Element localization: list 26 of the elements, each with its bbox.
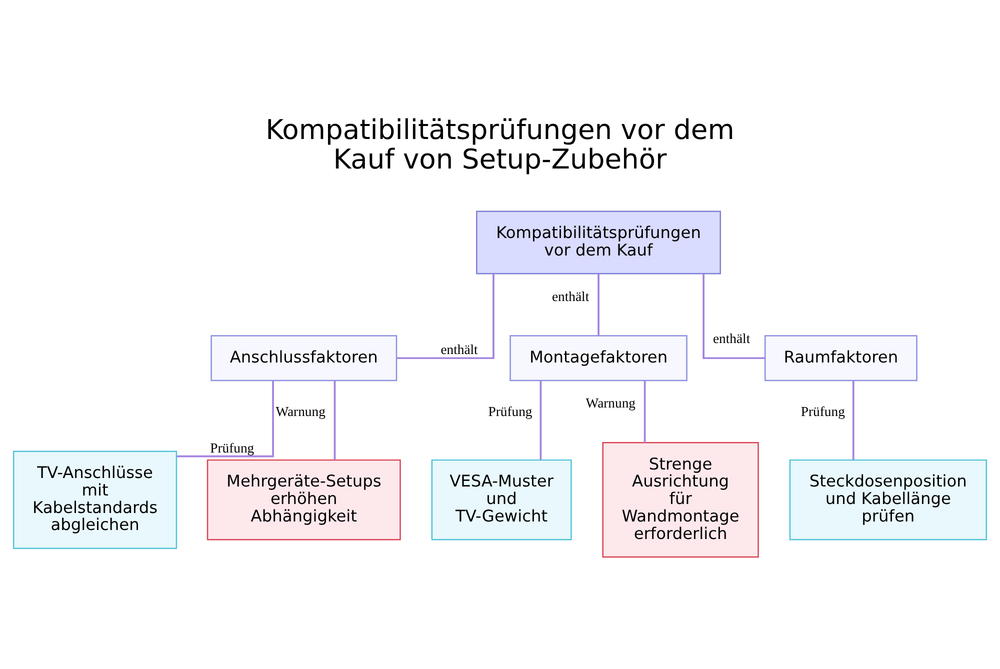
edge-label: enthält	[712, 330, 750, 346]
connector	[397, 274, 494, 360]
connector	[702, 274, 766, 360]
connector	[644, 380, 646, 443]
node-box: Steckdosenposition und Kabellänge prüfen	[789, 459, 988, 540]
node-box: Mehrgeräte-Setups erhöhen Abhängigkeit	[206, 459, 401, 540]
diagram-title: Kompatibilitätsprüfungen vor dem Kauf von Setup-Zubehör	[266, 114, 734, 176]
edge-label: Prüfung	[800, 404, 845, 420]
node-box: Kompatibilitätsprüfungen vor dem Kauf	[476, 210, 721, 274]
node-box: Montagefaktoren	[510, 335, 688, 382]
connector	[852, 380, 854, 460]
edge-label: Prüfung	[488, 404, 532, 420]
edge-label: Prüfung	[210, 440, 254, 456]
node-box: TV-Anschlüsse mit Kabelstandards abgleichen	[12, 450, 178, 549]
edge-label: enthält	[552, 288, 590, 304]
edge-label: Warnung	[586, 396, 636, 411]
node-box: VESA-Muster und TV-Gewicht	[431, 459, 572, 540]
node-box: Raumfaktoren	[764, 335, 918, 382]
connector	[598, 274, 600, 336]
node-box: Strenge Ausrichtung für Wandmontage erforderlich	[602, 442, 759, 558]
node-box: Anschlussfaktoren	[210, 335, 398, 382]
connector	[540, 380, 542, 460]
connector	[334, 380, 336, 460]
edge-label: Warnung	[276, 404, 326, 420]
edge-label: enthält	[440, 342, 478, 358]
connector	[176, 380, 274, 458]
